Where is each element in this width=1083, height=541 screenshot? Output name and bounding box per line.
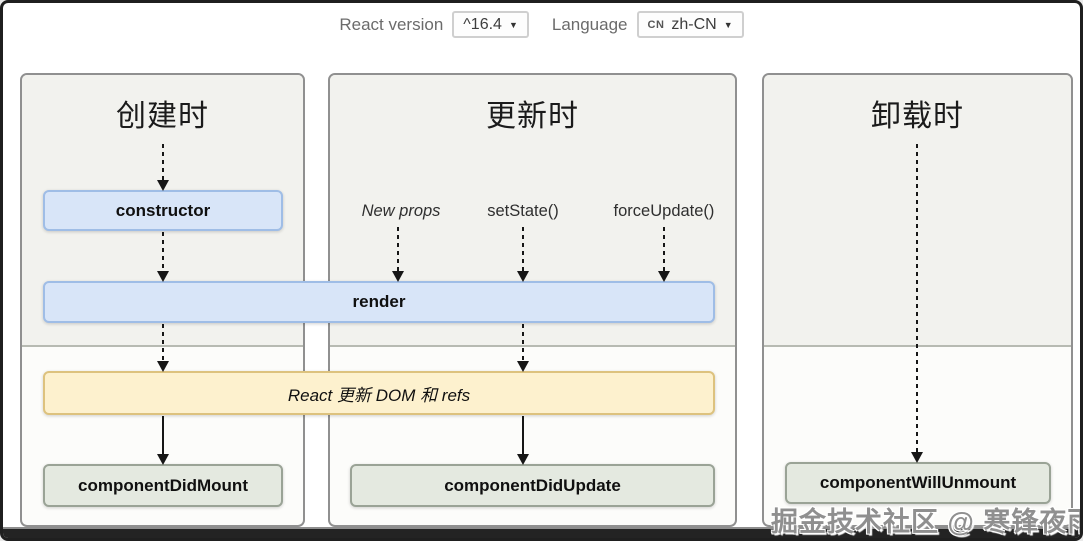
watermark-text: 掘金技术社区 @ 寒锋夜雨 xyxy=(771,507,1083,537)
arrow-force-update-to-render xyxy=(663,227,665,280)
constructor-box[interactable]: constructor xyxy=(43,190,283,231)
arrow-mounting-to-constructor xyxy=(162,144,164,189)
arrow-commit-to-did-update xyxy=(522,416,524,463)
arrow-commit-to-did-mount xyxy=(162,416,164,463)
arrow-constructor-to-render xyxy=(162,232,164,280)
bottom-video-bar xyxy=(3,527,1080,538)
react-version-value: ^16.4 xyxy=(463,15,502,33)
trigger-new-props: New props xyxy=(361,202,441,220)
arrow-render-to-commit-mounting xyxy=(162,324,164,370)
react-version-select[interactable]: ^16.4 ▼ xyxy=(452,11,529,38)
trigger-force-update: forceUpdate() xyxy=(613,202,715,220)
language-label: Language xyxy=(551,14,628,34)
arrow-unmounting-to-will-unmount xyxy=(916,144,918,461)
arrow-set-state-to-render xyxy=(522,227,524,280)
language-value: zh-CN xyxy=(671,15,717,33)
arrow-new-props-to-render xyxy=(397,227,399,280)
language-select[interactable]: CN zh-CN ▼ xyxy=(636,11,744,38)
updating-title: 更新时 xyxy=(486,100,579,133)
arrow-render-to-commit-updating xyxy=(522,324,524,370)
chevron-down-icon: ▼ xyxy=(508,19,518,30)
component-will-unmount-box[interactable]: componentWillUnmount xyxy=(785,462,1051,504)
language-flag-tag: CN xyxy=(647,18,665,31)
component-did-update-box[interactable]: componentDidUpdate xyxy=(350,464,715,507)
react-updates-dom-note: React 更新 DOM 和 refs xyxy=(43,371,715,415)
unmounting-title: 卸载时 xyxy=(871,100,964,133)
trigger-set-state: setState() xyxy=(487,202,559,220)
chevron-down-icon: ▼ xyxy=(723,19,733,30)
mounting-title: 创建时 xyxy=(116,100,209,133)
toolbar: React version ^16.4 ▼ Language CN zh-CN … xyxy=(3,11,1080,38)
render-box[interactable]: render xyxy=(43,281,715,323)
react-version-label: React version xyxy=(339,14,444,34)
component-did-mount-box[interactable]: componentDidMount xyxy=(43,464,283,507)
